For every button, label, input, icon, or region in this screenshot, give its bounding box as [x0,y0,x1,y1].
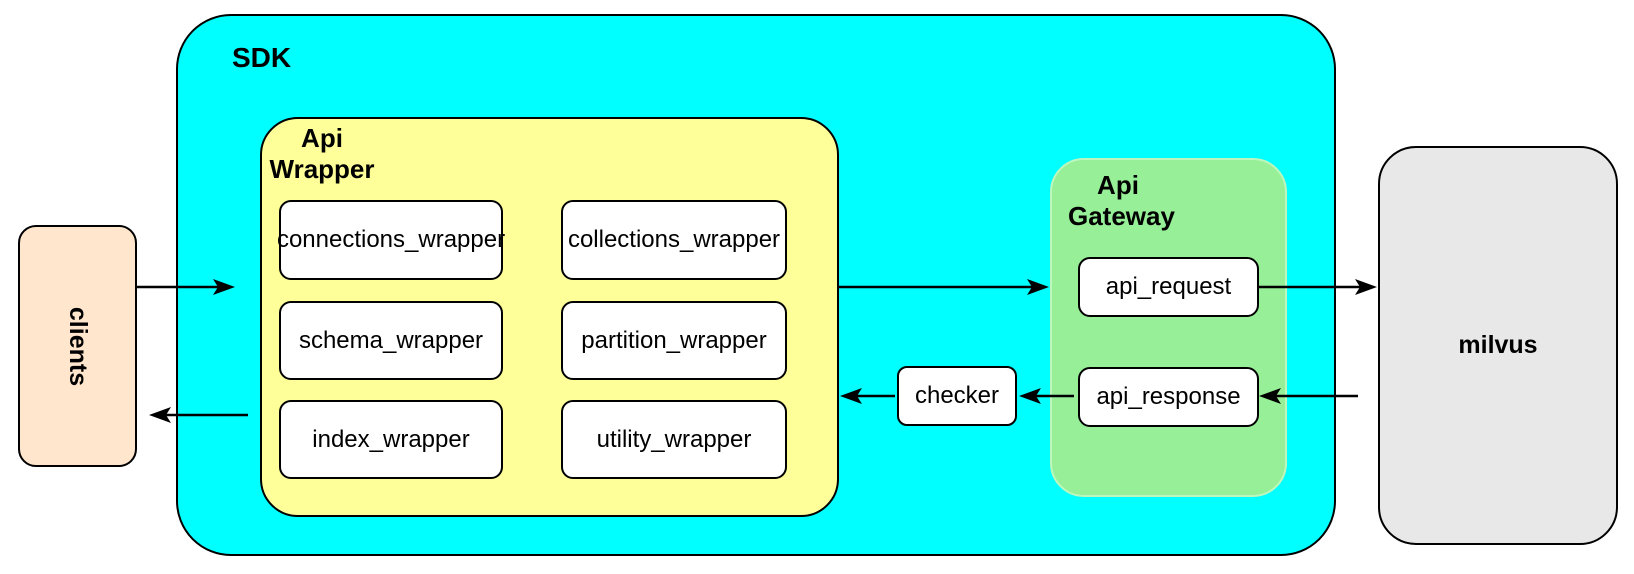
milvus-label: milvus [1458,331,1538,359]
module-label: schema_wrapper [298,326,484,354]
api-request-label: api_request [1105,273,1232,300]
checker-label: checker [914,382,1000,409]
module-schema-wrapper: schema_wrapper [279,301,503,380]
api-gateway-title-line1: Api [1097,170,1139,200]
api-response-label: api_response [1096,383,1241,410]
module-partition-wrapper: partition_wrapper [561,301,787,380]
module-label: partition_wrapper [581,326,767,354]
api-wrapper-title: Api Wrapper [266,123,378,184]
api-request-node: api_request [1078,257,1259,317]
clients-node: clients [18,225,137,467]
api-gateway-title: Api Gateway [1068,170,1175,231]
milvus-node: milvus [1378,146,1618,545]
api-wrapper-title-line2: Wrapper [269,153,375,184]
module-label: utility_wrapper [596,425,752,453]
sdk-label: SDK [232,42,292,73]
api-gateway-title-line2: Gateway [1068,200,1175,231]
module-collections-wrapper: collections_wrapper [561,200,787,280]
module-label: connections_wrapper [276,226,506,253]
clients-label: clients [63,306,92,386]
api-wrapper-container: Api Wrapper connections_wrapper collecti… [260,117,839,517]
api-wrapper-title-line1: Api [301,123,343,153]
api-response-node: api_response [1078,367,1259,427]
module-label: index_wrapper [312,425,470,453]
module-label: collections_wrapper [567,226,781,253]
checker-node: checker [897,366,1017,426]
module-utility-wrapper: utility_wrapper [561,400,787,479]
module-connections-wrapper: connections_wrapper [276,200,506,280]
api-gateway-container: Api Gateway api_request api_response [1050,158,1287,497]
module-index-wrapper: index_wrapper [279,400,503,479]
